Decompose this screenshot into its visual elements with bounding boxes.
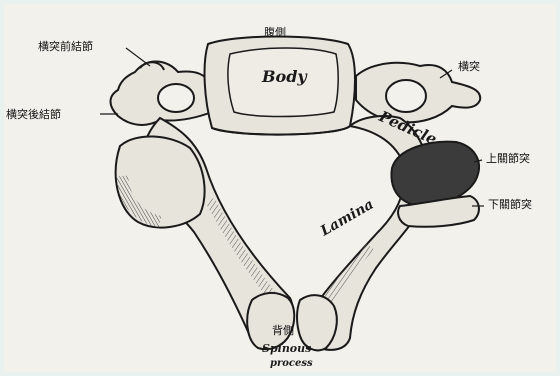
label-inferior-articular: 下關節突 [488,198,532,211]
right-transverse-foramen [386,80,426,112]
engraved-spinous: Spinous [262,342,311,355]
label-posterior-tubercle: 横突後結節 [6,108,61,121]
left-articular-mass [116,136,205,227]
label-transverse-process: 横突 [458,60,480,73]
label-anterior-tubercle: 横突前結節 [38,40,93,53]
label-ventral: 腹側 [264,26,286,39]
left-transverse-process [111,61,213,124]
label-dorsal: 背側 [272,324,294,337]
engraved-body: Body [261,67,308,86]
label-superior-articular: 上關節突 [486,152,530,165]
left-transverse-foramen [158,84,194,112]
engraved-lamina: Lamina [317,196,376,240]
engraved-process: process [270,358,313,369]
